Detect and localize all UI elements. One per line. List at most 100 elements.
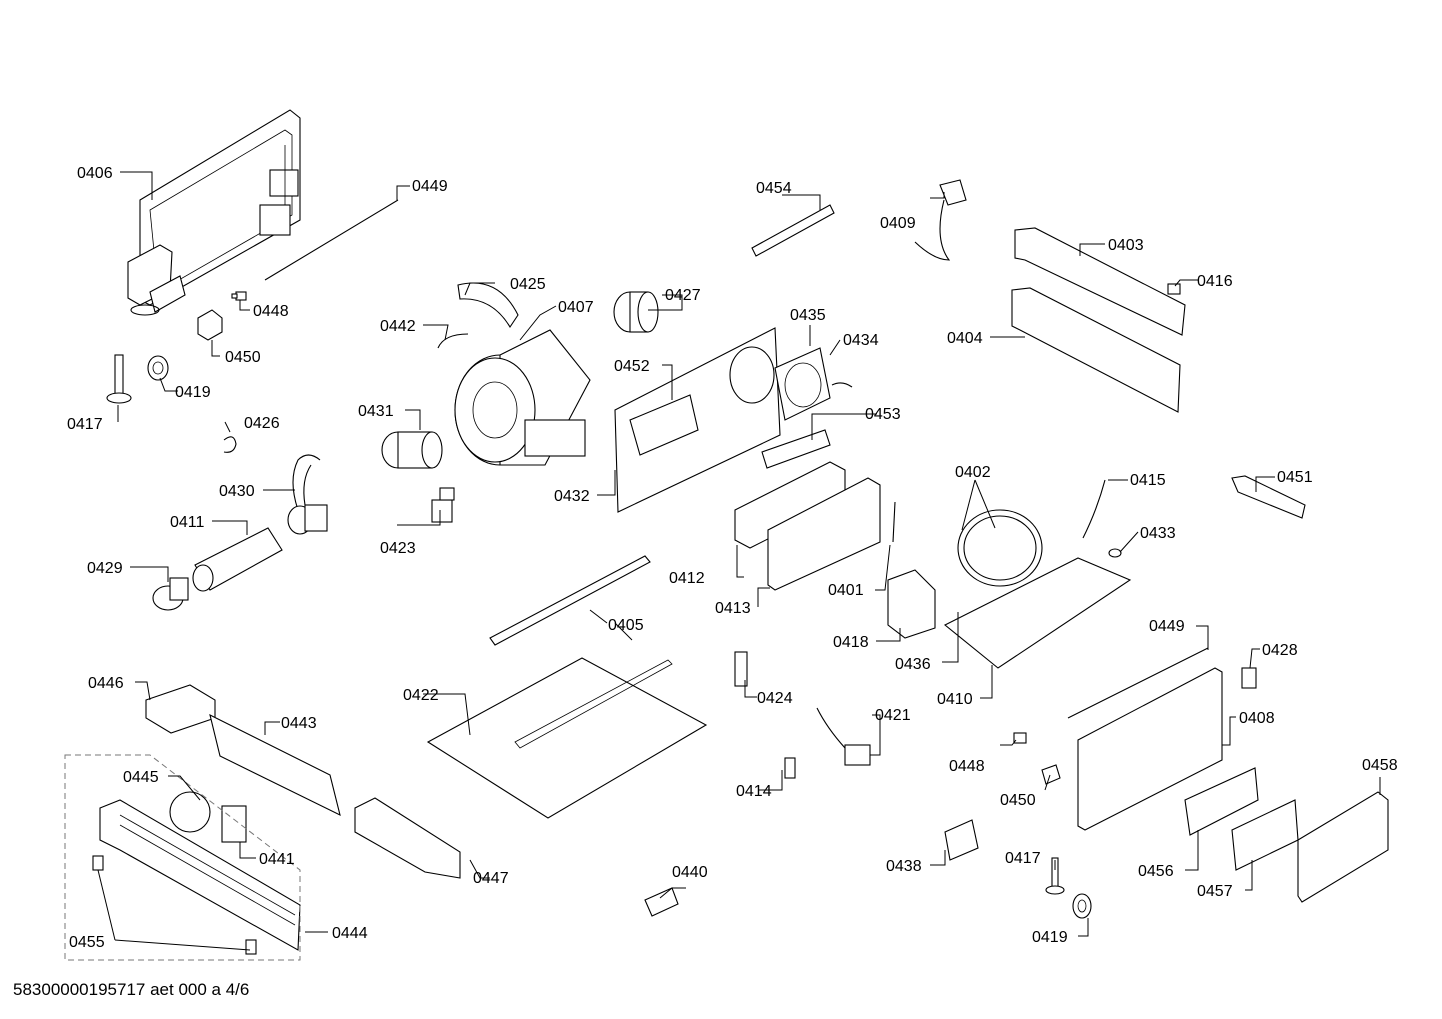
part-0458-cover bbox=[1297, 791, 1389, 903]
part-0450-bracket-top bbox=[197, 309, 223, 341]
part-0429-knob bbox=[152, 577, 189, 611]
callout-0406: 0406 bbox=[77, 165, 113, 182]
callout-0446: 0446 bbox=[88, 675, 124, 692]
callout-0447: 0447 bbox=[473, 870, 509, 887]
callout-0413: 0413 bbox=[715, 600, 751, 617]
leader-lines bbox=[97, 171, 1381, 951]
part-0426-clip bbox=[223, 436, 237, 453]
part-0418-relay-box bbox=[887, 569, 936, 639]
callout-0412: 0412 bbox=[669, 570, 705, 587]
callout-0419-right: 0419 bbox=[1032, 929, 1068, 946]
callout-0425: 0425 bbox=[510, 276, 546, 293]
callout-0454: 0454 bbox=[756, 180, 792, 197]
part-0419-wheel-right bbox=[1072, 893, 1092, 919]
callout-0457: 0457 bbox=[1197, 883, 1233, 900]
part-0441-plate bbox=[221, 805, 247, 843]
part-0445-cylinder bbox=[169, 791, 211, 833]
callout-0450-right: 0450 bbox=[1000, 792, 1036, 809]
part-0442-cable bbox=[437, 333, 469, 349]
part-0417-foot-left bbox=[106, 354, 132, 404]
callout-0405: 0405 bbox=[608, 617, 644, 634]
part-0432-plate bbox=[614, 327, 781, 513]
part-0444-grille bbox=[99, 799, 301, 951]
callout-0442: 0442 bbox=[380, 318, 416, 335]
callout-0452: 0452 bbox=[614, 358, 650, 375]
callout-0444: 0444 bbox=[332, 925, 368, 942]
part-0434-fan bbox=[774, 347, 853, 421]
callout-0409: 0409 bbox=[880, 215, 916, 232]
document-id: 58300000195717 aet 000 a 4/6 bbox=[13, 980, 250, 999]
callout-0449: 0449 bbox=[412, 178, 448, 195]
part-0446-trim bbox=[145, 684, 341, 817]
part-0412-tray bbox=[734, 461, 881, 591]
part-0428-box bbox=[1241, 667, 1257, 689]
part-0401-drier bbox=[892, 501, 896, 543]
part-0456-board bbox=[1184, 767, 1259, 836]
part-0415-hose bbox=[1082, 479, 1106, 539]
callout-0402: 0402 bbox=[955, 464, 991, 481]
part-0409-power-cord bbox=[914, 179, 967, 261]
callout-0411: 0411 bbox=[170, 514, 205, 531]
callout-labels: 0406 0449 0448 0450 0417 0419 0426 0430 … bbox=[67, 165, 1398, 951]
part-0448-plug-top bbox=[231, 291, 247, 301]
part-0424-connector bbox=[734, 651, 748, 687]
callout-0432: 0432 bbox=[554, 488, 590, 505]
callout-0423: 0423 bbox=[380, 540, 416, 557]
part-0431-cylinder bbox=[381, 431, 443, 469]
part-0433-grommet bbox=[1108, 548, 1122, 558]
callout-0427: 0427 bbox=[665, 287, 701, 304]
callout-0410: 0410 bbox=[937, 691, 973, 708]
callout-0414: 0414 bbox=[736, 783, 772, 800]
part-0457-board bbox=[1231, 799, 1299, 871]
part-0408-mounting-plate bbox=[1077, 667, 1223, 831]
callout-0418: 0418 bbox=[833, 634, 869, 651]
callout-0450: 0450 bbox=[225, 349, 261, 366]
part-0403-panel bbox=[1011, 227, 1186, 413]
part-0421-transformer bbox=[816, 707, 871, 766]
callout-0448-right: 0448 bbox=[949, 758, 985, 775]
callout-0458: 0458 bbox=[1362, 757, 1398, 774]
callout-0443: 0443 bbox=[281, 715, 317, 732]
part-0455-cap-a bbox=[92, 855, 104, 871]
part-0449-rod-right bbox=[1067, 647, 1209, 719]
callout-0434: 0434 bbox=[843, 332, 879, 349]
callout-0436: 0436 bbox=[895, 656, 931, 673]
part-0416-plug bbox=[1167, 283, 1181, 295]
callout-0417-right: 0417 bbox=[1005, 850, 1041, 867]
part-0402-compressor bbox=[957, 509, 1043, 587]
callout-0445: 0445 bbox=[123, 769, 159, 786]
callout-0449-right: 0449 bbox=[1149, 618, 1185, 635]
part-0438-plate bbox=[944, 819, 979, 861]
part-0449-rod-top bbox=[264, 199, 399, 281]
callout-0438: 0438 bbox=[886, 858, 922, 875]
part-0440-bracket bbox=[644, 887, 679, 917]
callout-0430: 0430 bbox=[219, 483, 255, 500]
callout-0416: 0416 bbox=[1197, 273, 1233, 290]
callout-0424: 0424 bbox=[757, 690, 793, 707]
part-0407-fan-housing bbox=[454, 329, 591, 466]
callout-0431: 0431 bbox=[358, 403, 394, 420]
callout-0448: 0448 bbox=[253, 303, 289, 320]
callout-0407: 0407 bbox=[558, 299, 594, 316]
part-0425-cover bbox=[457, 282, 519, 329]
callout-0453: 0453 bbox=[865, 406, 901, 423]
part-0414-filter bbox=[784, 757, 796, 779]
callout-0404: 0404 bbox=[947, 330, 983, 347]
part-0450-bracket-right bbox=[1041, 764, 1061, 785]
callout-0451: 0451 bbox=[1277, 469, 1313, 486]
part-0410-base-plate bbox=[943, 557, 1132, 669]
part-0419-wheel-left bbox=[147, 355, 169, 381]
callout-0456: 0456 bbox=[1138, 863, 1174, 880]
callout-0435: 0435 bbox=[790, 307, 826, 324]
part-0411-tube bbox=[192, 527, 283, 592]
part-0451-bracket bbox=[1231, 475, 1306, 519]
assembly-outline bbox=[64, 754, 301, 961]
part-0448-plug-right bbox=[1013, 732, 1027, 744]
part-0417-foot-right bbox=[1045, 857, 1065, 895]
part-0427-cap bbox=[613, 291, 659, 333]
part-0422-shelf bbox=[426, 555, 708, 819]
callout-0441: 0441 bbox=[259, 851, 295, 868]
part-0452-module bbox=[629, 394, 699, 456]
callout-0401: 0401 bbox=[828, 582, 864, 599]
